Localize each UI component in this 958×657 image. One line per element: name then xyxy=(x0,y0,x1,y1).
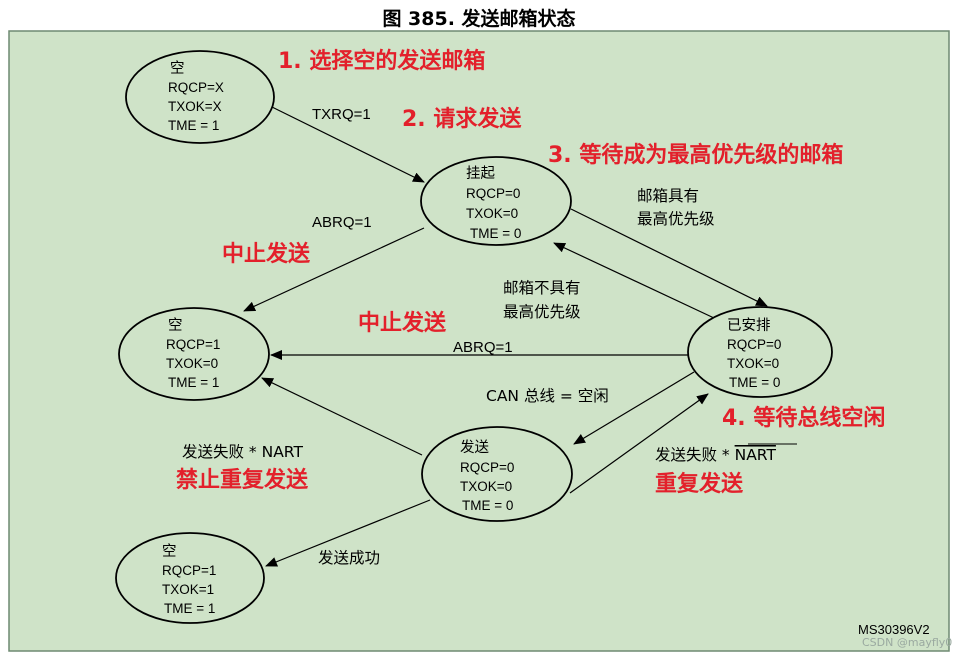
label-highest-line2: 最高优先级 xyxy=(637,210,715,228)
arrow-highest xyxy=(570,208,768,307)
state-empty-top xyxy=(125,50,275,144)
state-scheduled xyxy=(687,306,833,398)
arrow-fail-retry xyxy=(569,393,709,494)
state-empty-top-txok: TXOK=X xyxy=(168,99,222,114)
state-pending-rqcp: RQCP=0 xyxy=(466,186,520,201)
annotation-abort-1: 中止发送 xyxy=(222,241,310,267)
label-not-highest-line2: 最高优先级 xyxy=(503,303,581,321)
annotation-request-send: 2. 请求发送 xyxy=(402,106,521,132)
state-empty-bottom-rqcp: RQCP=1 xyxy=(162,563,216,578)
label-fail-nart-bar: 发送失败 * NART xyxy=(655,446,776,464)
label-fail-nart-bar-prefix: 发送失败 * xyxy=(655,446,735,464)
state-pending xyxy=(420,156,572,246)
state-pending-txok: TXOK=0 xyxy=(466,206,518,221)
state-empty-mid-tme: TME = 1 xyxy=(168,375,219,390)
state-empty-mid-name: 空 xyxy=(168,317,183,334)
annotation-wait-bus: 4. 等待总线空闲 xyxy=(722,405,885,431)
arrow-abort-pending xyxy=(243,227,425,312)
state-empty-top-rqcp: RQCP=X xyxy=(168,80,224,95)
annotation-select-empty: 1. 选择空的发送邮箱 xyxy=(278,48,485,74)
state-empty-bottom-txok: TXOK=1 xyxy=(162,582,214,597)
arrow-fail-no-retry xyxy=(261,377,423,456)
label-fail-nart: 发送失败 * NART xyxy=(182,443,303,461)
state-empty-mid-rqcp: RQCP=1 xyxy=(166,337,220,352)
state-empty-bottom-name: 空 xyxy=(162,543,177,560)
arrow-txrq xyxy=(271,106,425,183)
annotation-retry: 重复发送 xyxy=(655,471,743,497)
label-fail-nart-bar-word: NART xyxy=(735,446,777,464)
annotation-abort-2: 中止发送 xyxy=(358,310,446,336)
state-transmit-txok: TXOK=0 xyxy=(460,479,512,494)
state-pending-tme: TME = 0 xyxy=(470,226,521,241)
annotation-wait-highest: 3. 等待成为最高优先级的邮箱 xyxy=(548,142,843,168)
state-empty-mid-txok: TXOK=0 xyxy=(166,356,218,371)
figure-reference: MS30396V2 xyxy=(858,622,930,637)
state-scheduled-tme: TME = 0 xyxy=(729,375,780,390)
watermark: CSDN @mayfly0 xyxy=(862,636,952,649)
state-empty-top-tme: TME = 1 xyxy=(168,118,219,133)
arrow-bus-idle xyxy=(573,371,695,445)
state-transmit-tme: TME = 0 xyxy=(462,498,513,513)
annotation-no-retry: 禁止重复发送 xyxy=(176,467,308,493)
diagram-panel xyxy=(8,30,950,652)
state-scheduled-rqcp: RQCP=0 xyxy=(727,337,781,352)
label-success: 发送成功 xyxy=(318,549,380,567)
label-can-idle: CAN 总线 = 空闲 xyxy=(486,387,609,405)
label-abrq-scheduled: ABRQ=1 xyxy=(453,339,513,356)
state-scheduled-name: 已安排 xyxy=(727,317,771,334)
arrow-success xyxy=(265,499,431,567)
state-empty-mid xyxy=(118,307,270,401)
state-transmit-rqcp: RQCP=0 xyxy=(460,460,514,475)
label-not-highest-line1: 邮箱不具有 xyxy=(503,279,581,297)
label-abrq-pending: ABRQ=1 xyxy=(312,214,372,231)
state-empty-top-name: 空 xyxy=(170,60,185,77)
state-transmit-name: 发送 xyxy=(460,439,489,456)
label-highest-line1: 邮箱具有 xyxy=(637,187,699,205)
state-pending-name: 挂起 xyxy=(466,165,495,182)
state-empty-bottom-tme: TME = 1 xyxy=(164,601,215,616)
label-txrq: TXRQ=1 xyxy=(312,106,371,123)
state-empty-bottom xyxy=(115,532,265,624)
arrow-not-highest xyxy=(553,242,715,319)
figure-title: 图 385. 发送邮箱状态 xyxy=(382,8,576,30)
state-scheduled-txok: TXOK=0 xyxy=(727,356,779,371)
state-transmit xyxy=(421,426,573,522)
